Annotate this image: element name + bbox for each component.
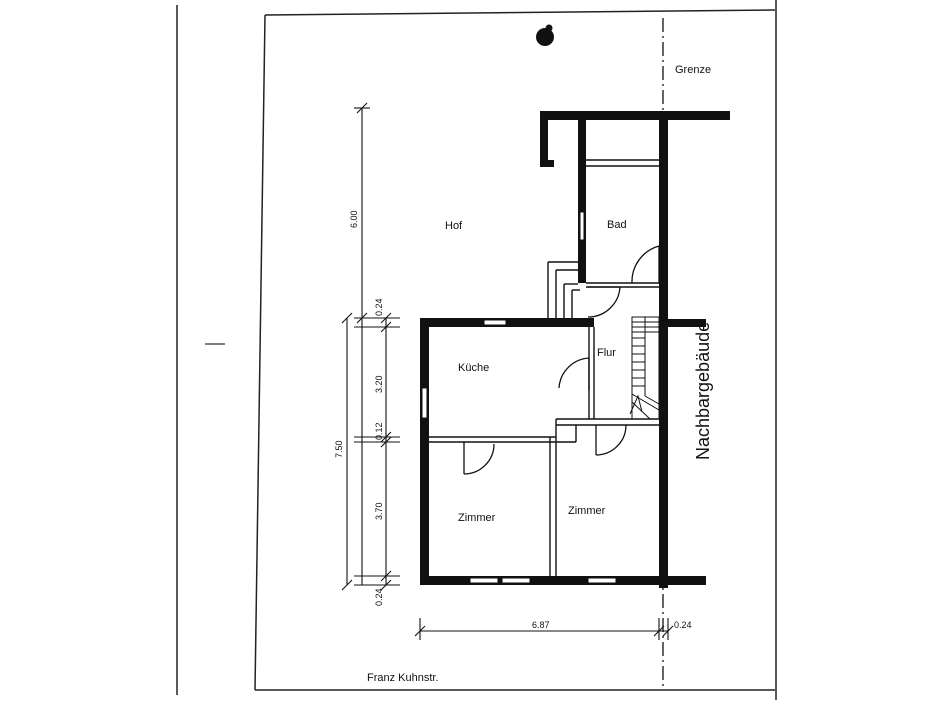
dim-024-bottom: 0.24 xyxy=(374,588,384,606)
flur-label: Flur xyxy=(597,347,616,359)
zimmer-left-label: Zimmer xyxy=(458,512,496,524)
dim-012: 0.12 xyxy=(374,422,384,440)
street-label: Franz Kuhnstr. xyxy=(367,672,439,684)
hof-label: Hof xyxy=(445,220,463,232)
kueche-label: Küche xyxy=(458,362,489,374)
windows xyxy=(421,211,617,584)
zimmer-right-label: Zimmer xyxy=(568,505,606,517)
paper-sheet xyxy=(176,0,777,700)
dim-687: 6.87 xyxy=(532,620,550,630)
dim-750: 7.50 xyxy=(334,440,344,458)
dim-024-top: 0.24 xyxy=(374,298,384,316)
nachbar-label: Nachbargebäude xyxy=(693,322,713,460)
punch-hole-icon xyxy=(536,28,554,46)
staircase xyxy=(629,316,660,420)
dim-370: 3.70 xyxy=(374,502,384,520)
dim-600: 6.00 xyxy=(349,210,359,228)
walls xyxy=(420,111,730,588)
dim-320: 3.20 xyxy=(374,375,384,393)
bad-label: Bad xyxy=(607,219,627,231)
grenze-label: Grenze xyxy=(675,64,711,76)
doors xyxy=(463,245,660,475)
dimension-lines xyxy=(341,102,674,640)
dim-024-right: 0.24 xyxy=(674,620,692,630)
